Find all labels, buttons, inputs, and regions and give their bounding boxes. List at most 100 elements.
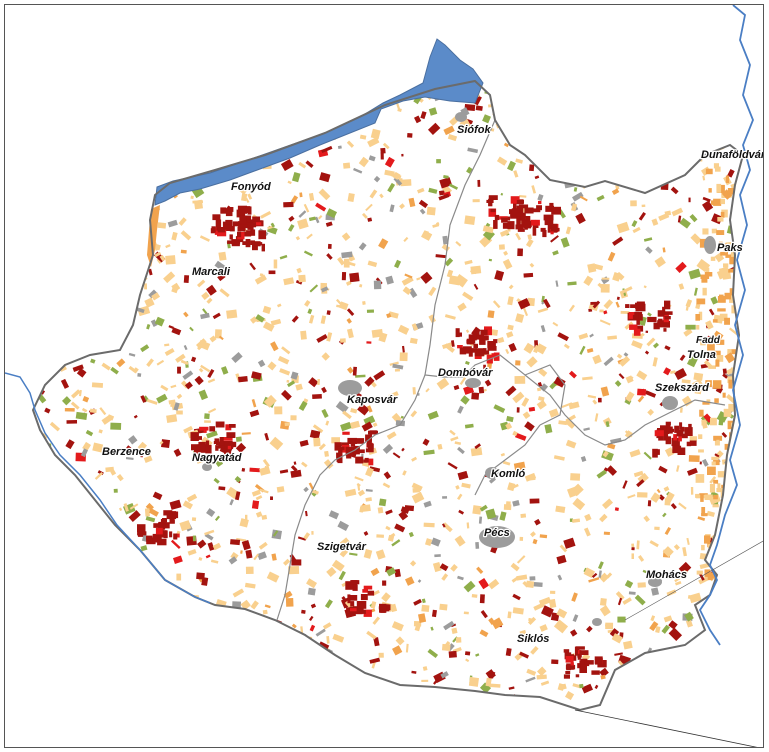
land-patch-hotspot [350,601,355,607]
land-patch [488,578,500,590]
land-patch [33,626,35,635]
land-patch [599,667,609,678]
land-patch [149,636,157,645]
land-patch [642,569,651,575]
land-patch [180,626,187,636]
land-patch [291,100,304,108]
city-label-nagyatad: Nagyatád [192,452,242,464]
land-patch [251,659,263,666]
land-patch [379,193,384,199]
land-patch [317,215,323,220]
land-patch [378,652,384,658]
land-patch [373,280,382,290]
land-patch [46,456,52,461]
land-patch [324,450,329,457]
land-patch [208,680,219,688]
land-patch [153,133,161,140]
land-patch [33,379,34,385]
land-patch [520,513,527,518]
land-patch [597,282,604,289]
land-patch [708,706,716,710]
land-patch [593,263,604,271]
land-patch [507,324,514,331]
land-patch [651,218,659,226]
land-patch [157,115,165,124]
land-patch-river [717,296,726,303]
land-patch [137,598,149,609]
land-patch [291,315,299,323]
land-patch-hotspot [488,196,497,200]
land-patch [123,503,129,512]
land-patch [466,166,473,174]
land-patch [662,247,666,253]
land-patch-river [713,479,719,484]
land-patch [586,625,593,633]
land-patch [645,246,653,254]
land-patch [219,288,230,298]
land-patch [138,637,149,646]
land-patch-river [723,243,727,251]
land-patch-hotspot [484,326,492,336]
land-patch [421,604,430,613]
land-patch [612,236,624,246]
land-patch-river [732,210,737,214]
land-patch-river [727,376,734,384]
land-patch-hotspot [153,523,160,528]
land-patch [394,259,402,269]
land-patch [215,459,224,468]
land-patch [382,142,390,150]
land-patch [739,537,743,546]
land-patch [111,651,118,655]
land-patch-hotspot [261,243,265,252]
land-patch [660,81,671,89]
land-patch [295,235,301,241]
land-patch [194,682,203,690]
land-patch [590,160,600,169]
land-patch [96,293,105,302]
land-patch [298,161,307,169]
land-patch-hotspot [359,609,366,614]
land-patch [399,203,405,210]
land-patch-hotspot [169,531,173,538]
land-patch [159,578,163,583]
land-patch [627,494,636,499]
land-patch-hotspot [157,534,162,544]
land-patch [714,453,720,458]
land-patch-hotspot [635,302,645,309]
land-patch [413,598,422,606]
land-patch [652,357,658,367]
land-patch [462,291,474,301]
land-patch [392,363,404,370]
land-patch [709,598,718,607]
land-patch [228,695,237,704]
land-patch [645,330,649,333]
land-patch [455,485,460,490]
land-patch-river [711,461,716,466]
land-patch [498,244,505,250]
land-patch-hotspot [363,459,368,463]
land-patch-river [700,494,704,502]
land-patch [540,148,546,153]
land-patch [312,105,324,116]
land-patch [536,674,547,680]
land-patch [650,615,656,622]
land-patch [331,437,340,444]
land-patch [591,572,598,579]
land-patch-hotspot [334,442,342,451]
land-patch-river [704,494,713,500]
land-patch [33,334,35,341]
land-patch [638,555,645,562]
land-patch-hotspot [479,336,486,345]
land-patch [684,611,694,622]
land-patch [534,175,540,180]
land-patch [182,370,194,380]
land-patch [620,137,633,149]
land-patch [705,320,714,330]
land-patch [515,158,524,164]
land-patch [437,443,443,450]
land-patch [140,344,150,353]
land-patch [436,377,450,390]
land-patch [257,359,266,368]
land-patch [688,268,702,280]
land-patch [116,96,122,104]
